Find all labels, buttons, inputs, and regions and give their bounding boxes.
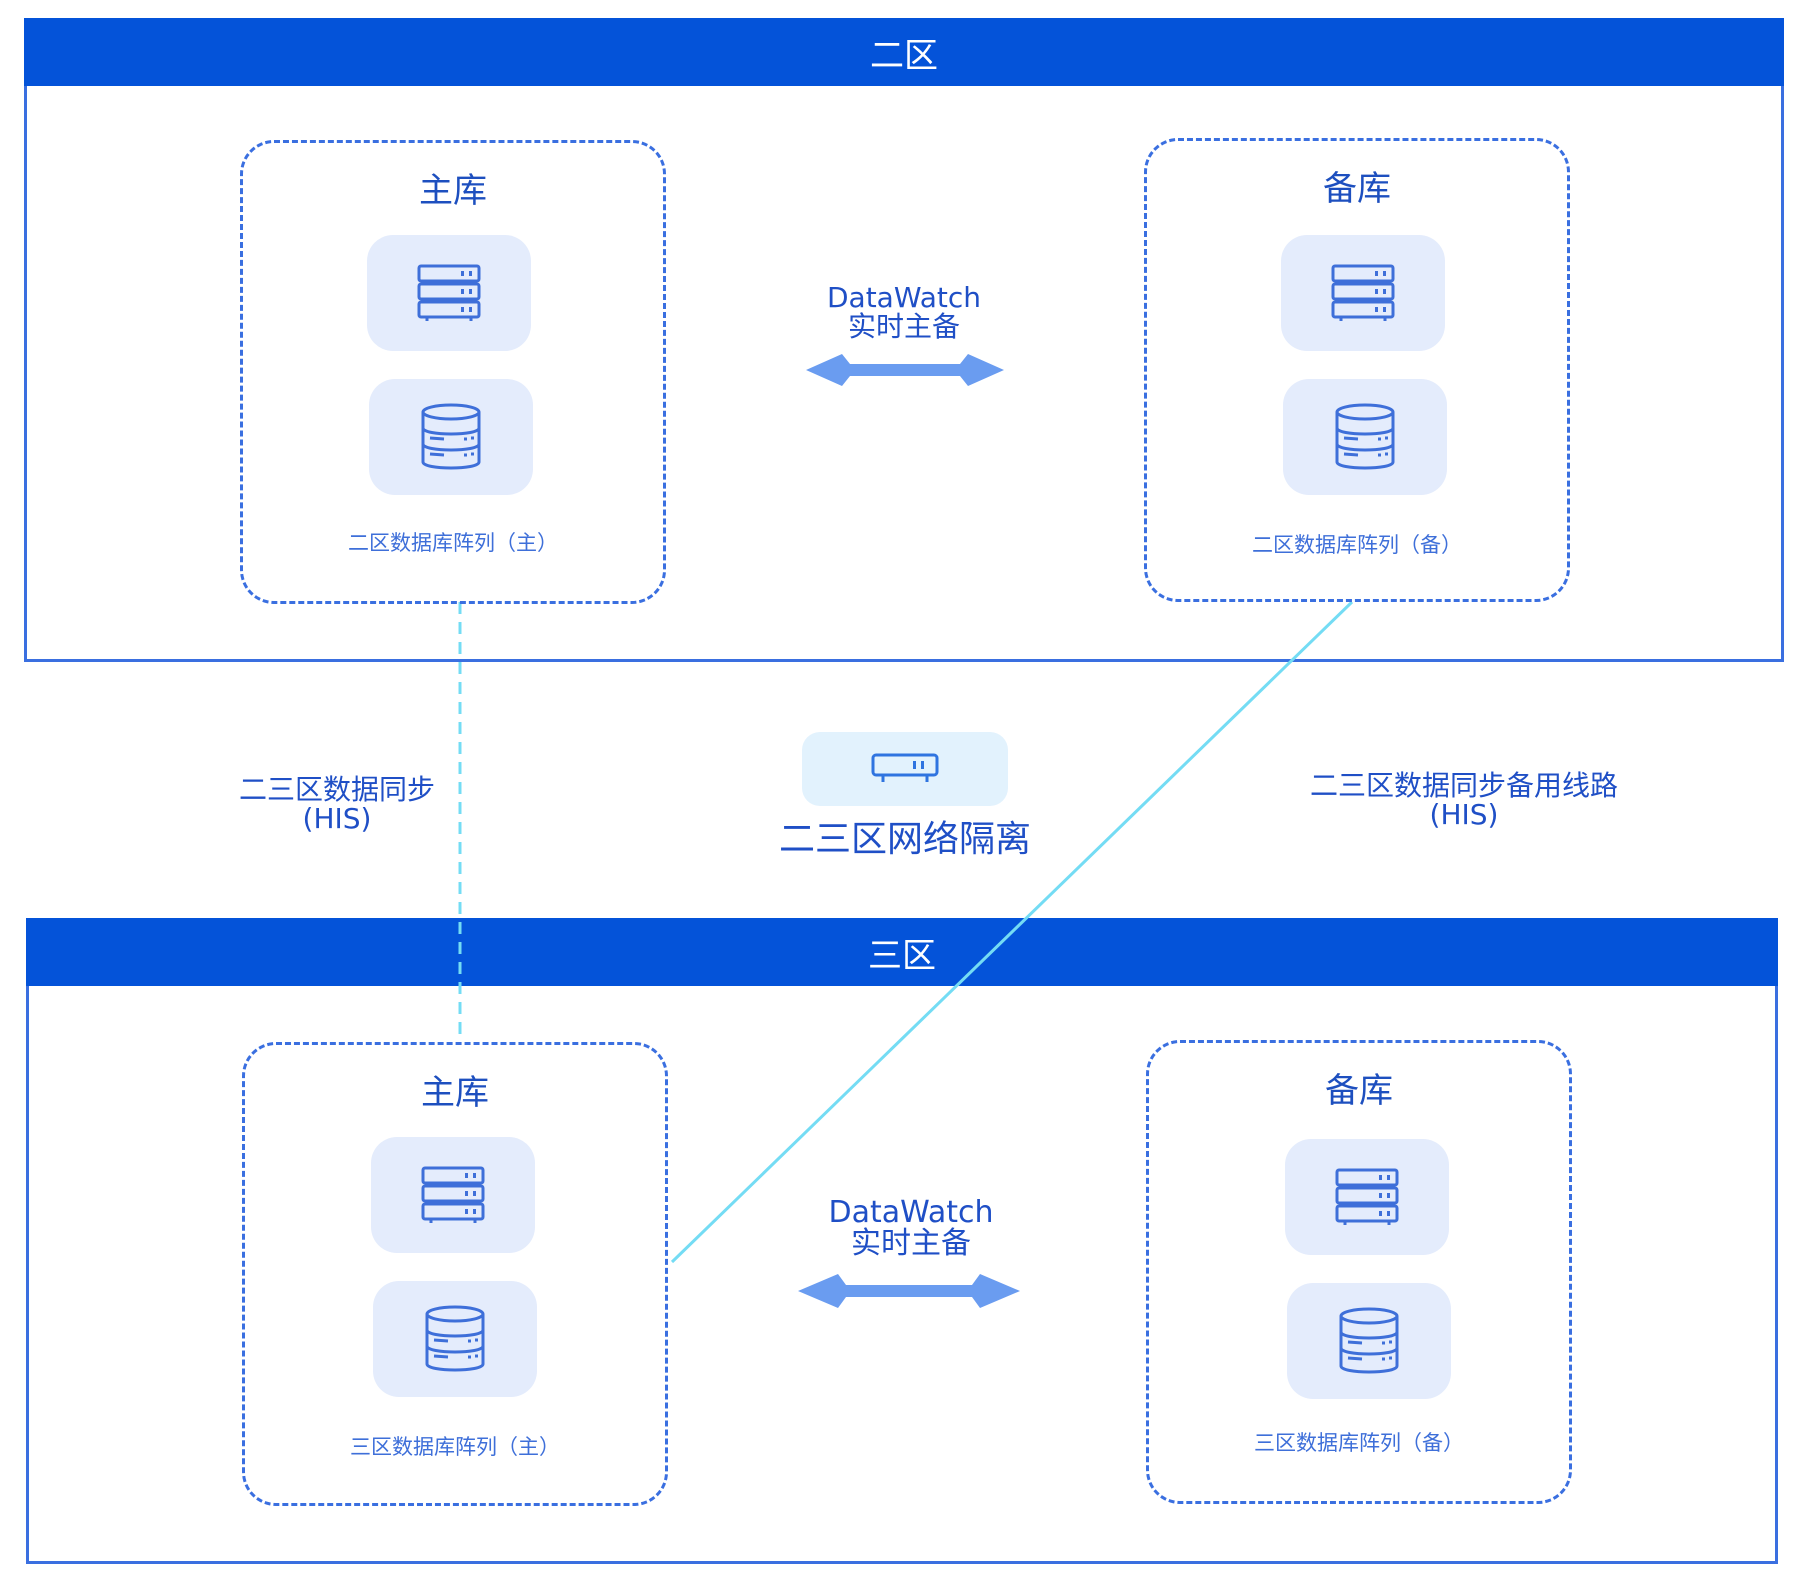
zone-3-sync-line-1: DataWatch [828, 1195, 994, 1230]
zone-2-header: 二区 [24, 18, 1784, 86]
zone-3-backup-server-tile[interactable] [1285, 1139, 1449, 1255]
zone-3-title: 三区 [868, 935, 936, 976]
zone-2-backup-caption: 二区数据库阵列（备） [1252, 533, 1462, 557]
zone-3-primary-server-tile[interactable] [371, 1137, 535, 1253]
zone-2-sync-line-1: DataWatch [826, 281, 982, 314]
server-rack-icon [1331, 264, 1395, 321]
database-cylinder-icon [425, 1305, 485, 1372]
main-sync-link-label: 二三区数据同步 (HIS) [230, 773, 444, 835]
zone-3-sync-line-2: 实时主备 [851, 1225, 971, 1261]
database-cylinder-icon [421, 403, 481, 470]
zone-3-primary-caption: 三区数据库阵列（主） [350, 1435, 560, 1459]
main-sync-line-2: (HIS) [302, 801, 372, 835]
server-rack-icon [417, 264, 481, 321]
zone-2-primary-database-tile[interactable] [369, 379, 533, 495]
zone-2-backup-database-tile[interactable] [1283, 379, 1447, 495]
zone-3-panel: 三区 [26, 918, 1778, 1564]
main-sync-line-1: 二三区数据同步 [238, 773, 435, 806]
zone-2-primary-caption: 二区数据库阵列（主） [348, 531, 558, 555]
bidirectional-arrow-icon [806, 354, 1004, 386]
zone-3-primary-db-group: 主库 [242, 1042, 668, 1506]
zone-3-backup-database-tile[interactable] [1287, 1283, 1451, 1399]
zone-2-primary-title: 主库 [419, 171, 487, 211]
network-isolation-device-tile[interactable] [802, 732, 1008, 806]
network-isolation-device-icon [871, 753, 939, 782]
zone-2-primary-server-tile[interactable] [367, 235, 531, 351]
backup-sync-line-2: (HIS) [1429, 797, 1499, 831]
zone-3-backup-db-group: 备库 [1146, 1040, 1572, 1504]
backup-sync-link-label: 二三区数据同步备用线路 (HIS) [1304, 769, 1624, 831]
zone-2-sync-line-2: 实时主备 [847, 309, 960, 343]
zone-2-backup-server-tile[interactable] [1281, 235, 1445, 351]
zone-3-sync-label: DataWatch 实时主备 [804, 1195, 1018, 1261]
zone-2-backup-db-group: 备库 [1144, 138, 1570, 602]
zone-2-primary-db-group: 主库 [240, 140, 666, 604]
zone-2-backup-title: 备库 [1323, 169, 1391, 209]
network-isolation-label: 二三区网络隔离 [778, 819, 1031, 860]
server-rack-icon [1335, 1168, 1399, 1225]
bidirectional-arrow-icon [798, 1274, 1020, 1308]
server-rack-icon [421, 1166, 485, 1223]
zone-3-primary-title: 主库 [421, 1073, 489, 1113]
zone-2-sync-label: DataWatch 实时主备 [804, 281, 1004, 343]
backup-sync-link [670, 600, 1354, 1264]
backup-sync-line-1: 二三区数据同步备用线路 [1309, 769, 1618, 802]
zone-3-backup-caption: 三区数据库阵列（备） [1254, 1431, 1464, 1455]
zone-2-panel: 二区 [24, 18, 1784, 662]
database-cylinder-icon [1339, 1307, 1399, 1374]
zone-2-title: 二区 [870, 35, 938, 76]
database-cylinder-icon [1335, 403, 1395, 470]
zone-3-primary-database-tile[interactable] [373, 1281, 537, 1397]
zone-3-header: 三区 [26, 918, 1778, 986]
zone-3-backup-title: 备库 [1325, 1071, 1393, 1111]
